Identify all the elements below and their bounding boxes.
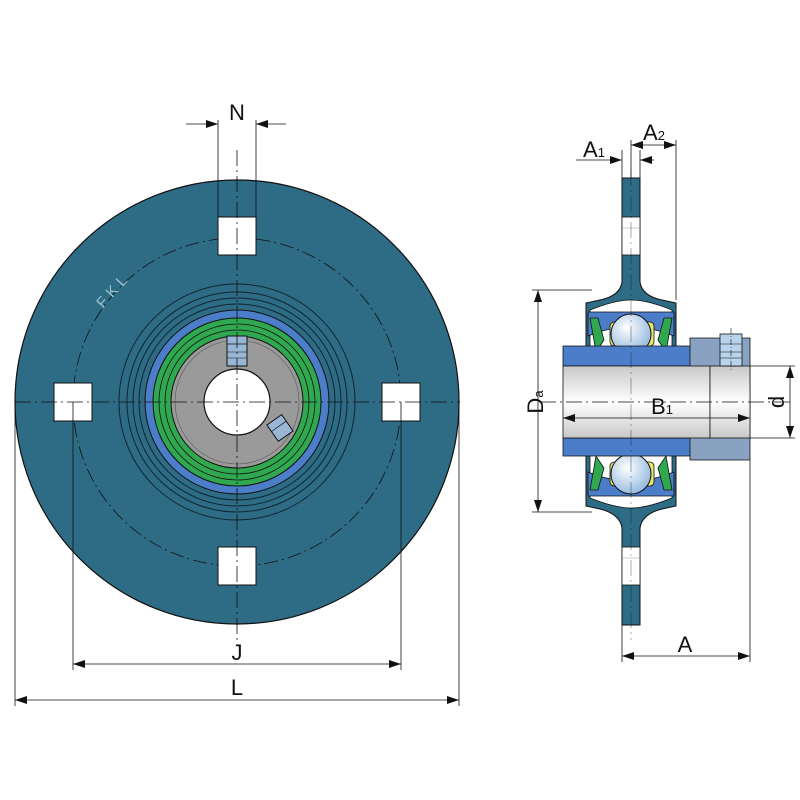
dimension-label-Da: Da (523, 390, 548, 414)
dimension-label-J: J (232, 640, 243, 665)
dimension-Da: Da (523, 289, 592, 513)
dimension-label-N: N (229, 100, 245, 125)
dimension-B1: B1 (563, 394, 750, 422)
dimension-d: d (750, 365, 795, 439)
dimension-L: L (14, 402, 460, 706)
front-view: FKL N J L (14, 100, 460, 706)
inner-ring-lower (562, 437, 711, 457)
dimension-label-L: L (231, 675, 243, 700)
dimension-J: J (72, 402, 402, 670)
dimension-label-A: A (678, 632, 693, 657)
dimension-N: N (186, 100, 286, 217)
inner-ring (562, 345, 711, 367)
dimension-A: A (621, 460, 751, 662)
dimension-label-A2: A2 (643, 120, 665, 145)
shaft-bore-section (562, 365, 711, 439)
dimension-A2: A2 (630, 120, 677, 300)
dimension-label-B1: B1 (651, 394, 673, 419)
dimension-label-d: d (764, 396, 789, 408)
collar-set-screw (719, 328, 743, 372)
seal-lower-left (589, 454, 605, 491)
seal-upper-left (589, 317, 605, 354)
dimension-A1: A1 (576, 137, 654, 178)
seal-lower-right (657, 454, 673, 491)
seal-upper-right (657, 317, 673, 354)
set-screw-angled (266, 413, 294, 443)
dimension-label-A1: A1 (583, 137, 605, 162)
side-view: A1 A2 Da (523, 120, 795, 662)
